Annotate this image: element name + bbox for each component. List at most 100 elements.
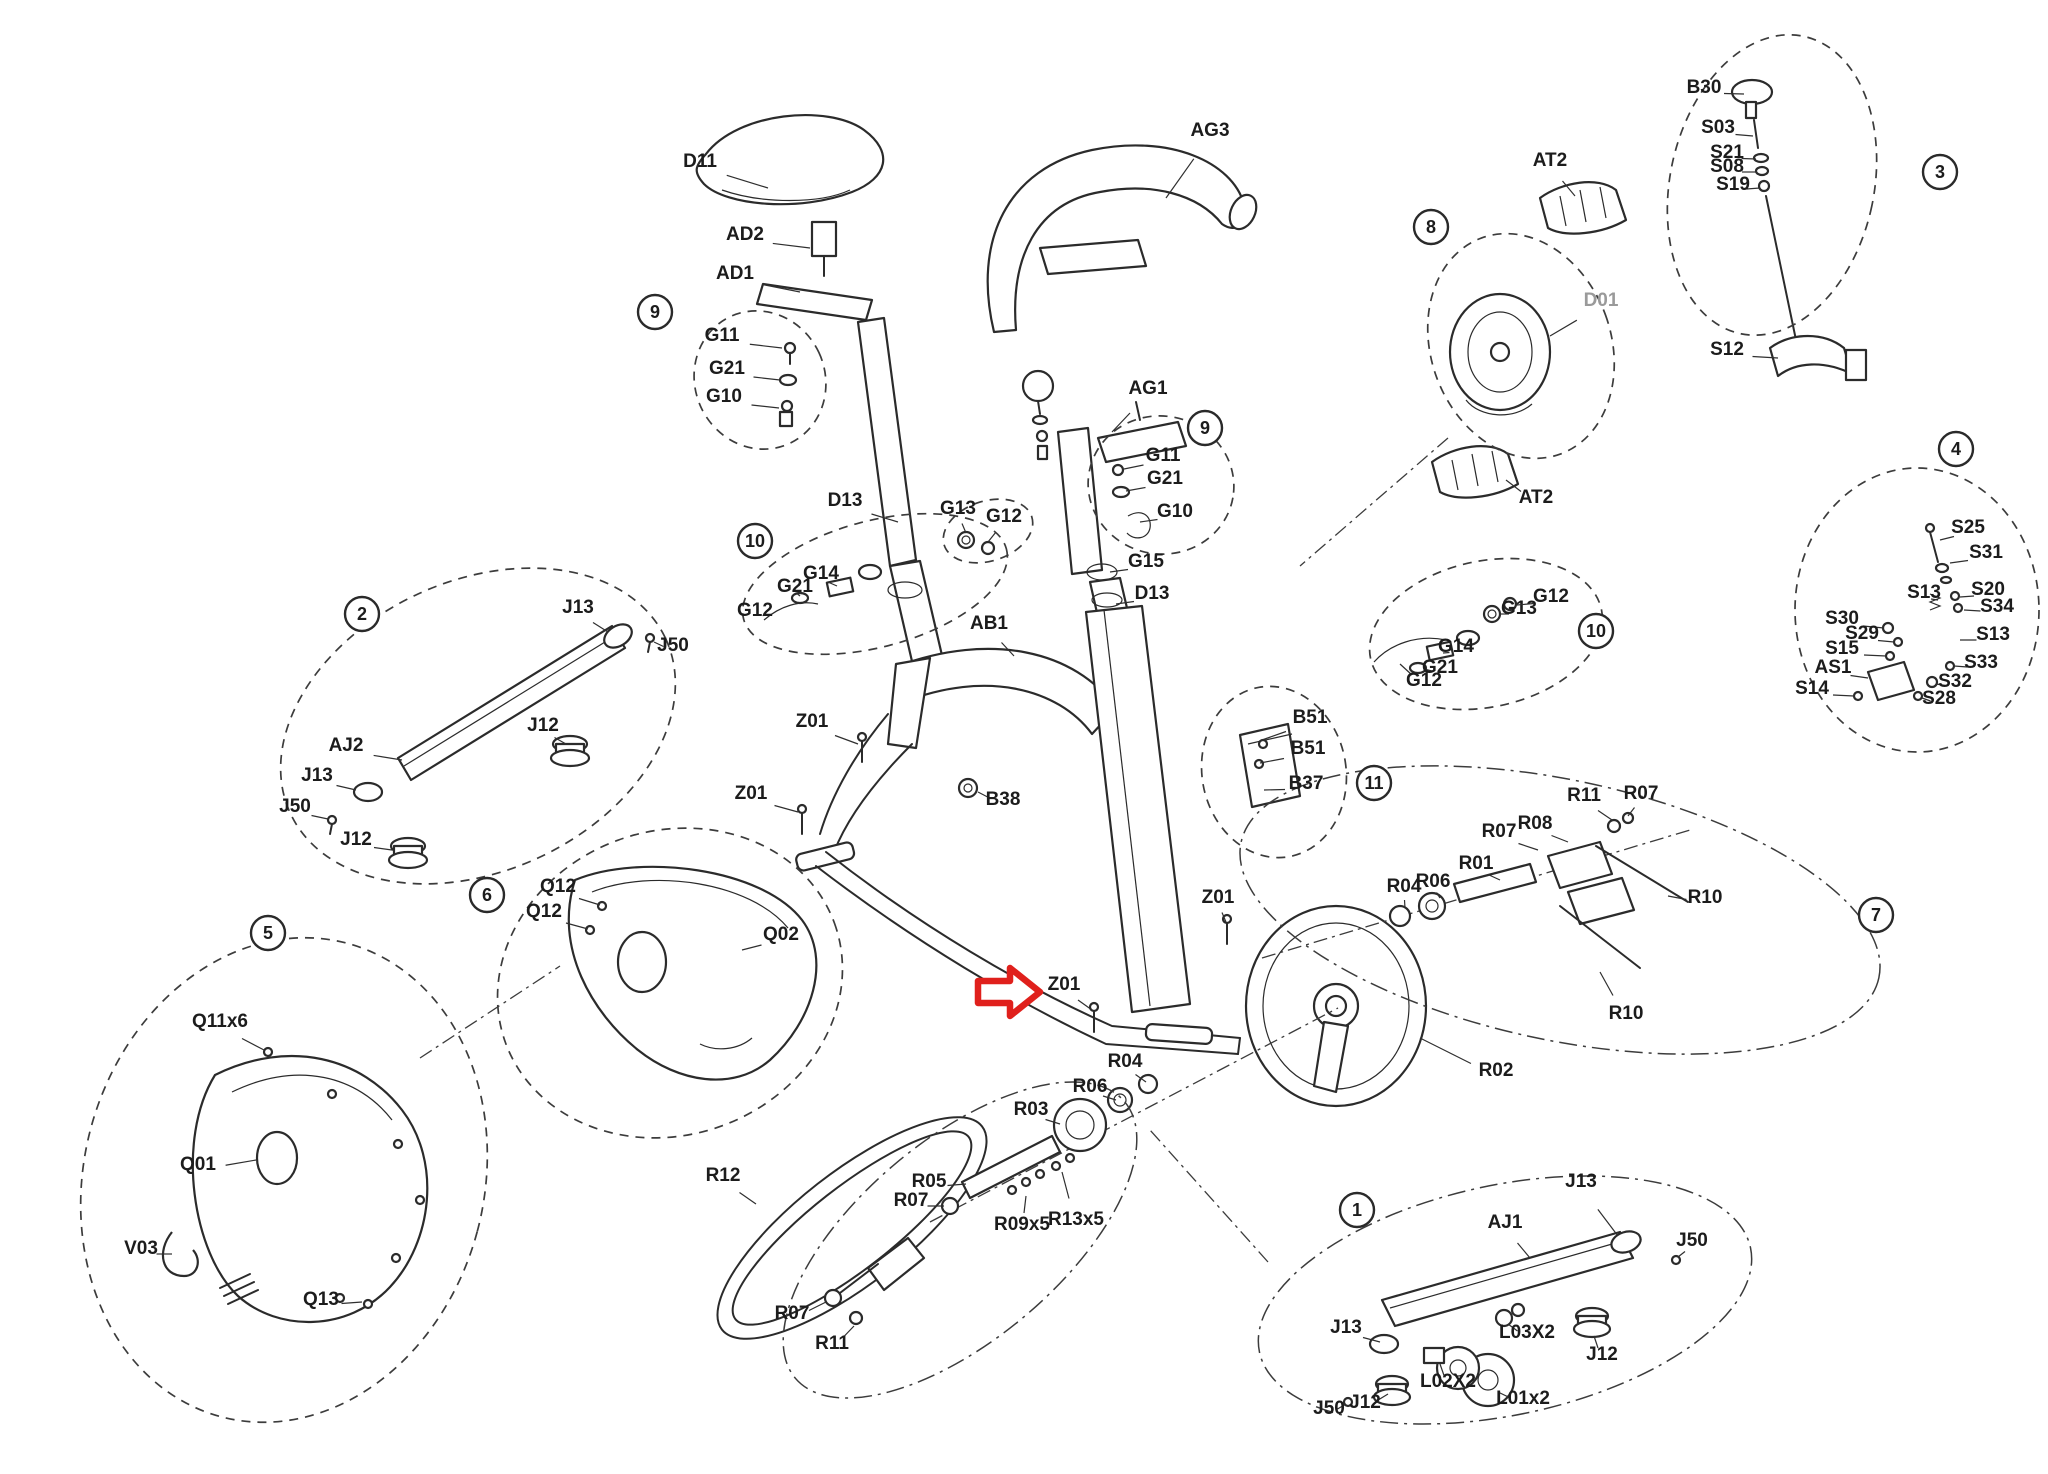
leader-line bbox=[578, 897, 601, 906]
collar-parts-right bbox=[1373, 596, 1518, 675]
leader-line bbox=[739, 1192, 757, 1205]
leader-line bbox=[762, 283, 801, 293]
part-label-S19: S19 bbox=[1716, 174, 1750, 195]
part-label-S14: S14 bbox=[1795, 678, 1829, 699]
group-boundary-ellipse bbox=[1200, 685, 1348, 859]
leader-line bbox=[1061, 1171, 1070, 1199]
part-label-B38: B38 bbox=[986, 789, 1021, 810]
part-label-J50: J50 bbox=[1676, 1230, 1708, 1251]
part-label-S30: S30 bbox=[1825, 608, 1859, 629]
part-label-AS1: AS1 bbox=[1815, 657, 1852, 678]
leader-line bbox=[751, 404, 780, 409]
part-label-R09x5: R09x5 bbox=[994, 1214, 1050, 1235]
leader-line bbox=[311, 814, 329, 820]
part-label-D13: D13 bbox=[1135, 583, 1170, 604]
leader-line bbox=[1165, 158, 1195, 199]
part-label-S29: S29 bbox=[1845, 623, 1879, 644]
leader-line bbox=[1497, 1391, 1511, 1399]
part-label-G15: G15 bbox=[1128, 551, 1164, 572]
leader-line bbox=[987, 531, 997, 543]
leader-line bbox=[1735, 133, 1754, 137]
part-label-R11: R11 bbox=[815, 1333, 849, 1354]
part-label-R04: R04 bbox=[1108, 1051, 1143, 1072]
leader-line bbox=[592, 621, 609, 633]
leader-line bbox=[1562, 180, 1576, 197]
leader-line bbox=[1337, 1403, 1347, 1410]
callout-circle-6 bbox=[468, 876, 506, 914]
bike-line-art bbox=[162, 78, 1964, 1408]
part-label-G14: G14 bbox=[1438, 636, 1474, 657]
leader-line bbox=[947, 1183, 967, 1187]
highlight-arrow bbox=[974, 964, 1044, 1020]
leader-line bbox=[753, 376, 781, 381]
group-boundary-ellipse bbox=[782, 1081, 1138, 1399]
part-label-Q12: Q12 bbox=[526, 901, 562, 922]
leader-line bbox=[341, 1301, 363, 1305]
part-label-AD2: AD2 bbox=[726, 224, 764, 245]
part-label-J13: J13 bbox=[1565, 1171, 1597, 1192]
leader-line bbox=[1125, 486, 1146, 492]
callout-number: 3 bbox=[1935, 162, 1945, 182]
part-label-R07: R07 bbox=[1624, 783, 1659, 804]
part-label-Q11x6: Q11x6 bbox=[192, 1011, 248, 1032]
part-label-AB1: AB1 bbox=[970, 613, 1008, 634]
phantom-connector-lines bbox=[419, 437, 1449, 1263]
part-label-G12: G12 bbox=[737, 600, 773, 621]
leader-line bbox=[1505, 479, 1522, 492]
callout-circle-8 bbox=[1412, 208, 1450, 246]
part-label-AJ2: AJ2 bbox=[329, 735, 364, 756]
group-boundary-ellipse bbox=[279, 567, 677, 885]
part-label-R05: R05 bbox=[912, 1171, 947, 1192]
highlight-arrow-layer bbox=[974, 964, 1044, 1020]
leader-line bbox=[225, 1159, 257, 1166]
part-label-R08: R08 bbox=[1518, 813, 1553, 834]
side-shroud-right bbox=[567, 865, 818, 1081]
handlebar-assembly bbox=[986, 144, 1258, 672]
leader-line bbox=[1419, 1037, 1472, 1065]
leader-line bbox=[961, 523, 967, 534]
callout-number: 10 bbox=[1586, 621, 1606, 641]
part-label-J12: J12 bbox=[1586, 1344, 1618, 1365]
part-label-G13: G13 bbox=[1501, 598, 1537, 619]
leader-line bbox=[1077, 999, 1093, 1011]
part-label-B30: B30 bbox=[1687, 77, 1722, 98]
group-boundary-ellipse bbox=[693, 310, 827, 450]
part-label-S31: S31 bbox=[1969, 542, 2003, 563]
callout-number: 7 bbox=[1871, 905, 1881, 925]
part-label-R12: R12 bbox=[706, 1165, 741, 1186]
leader-line bbox=[741, 944, 762, 951]
part-label-AJ1: AJ1 bbox=[1488, 1212, 1523, 1233]
brake-pedal-parts bbox=[1430, 181, 1628, 499]
part-label-G12: G12 bbox=[986, 506, 1022, 527]
part-label-G21: G21 bbox=[1422, 657, 1458, 678]
leader-line bbox=[1023, 1195, 1027, 1214]
leader-line bbox=[1677, 1251, 1686, 1258]
callout-number: 11 bbox=[1364, 773, 1383, 793]
group-boundary-ellipse bbox=[1426, 232, 1616, 460]
rear-stabilizer bbox=[1342, 1230, 1682, 1408]
part-label-G11: G11 bbox=[705, 325, 740, 346]
leader-line bbox=[842, 1325, 855, 1338]
part-label-R10: R10 bbox=[1609, 1003, 1644, 1024]
part-label-R07: R07 bbox=[894, 1190, 929, 1211]
part-label-J12: J12 bbox=[1349, 1392, 1381, 1413]
leader-line bbox=[1930, 598, 1939, 601]
leader-line bbox=[1593, 1335, 1599, 1349]
leader-line bbox=[1423, 668, 1433, 672]
front-stabilizer bbox=[326, 623, 656, 870]
part-label-D11: D11 bbox=[683, 151, 717, 172]
part-label-G14: G14 bbox=[803, 563, 839, 584]
part-label-J50: J50 bbox=[1313, 1398, 1345, 1419]
callout-number: 9 bbox=[650, 302, 660, 322]
callout-circle-11 bbox=[1355, 764, 1393, 802]
callout-circle-9 bbox=[636, 293, 674, 331]
callout-number: 2 bbox=[357, 604, 367, 624]
callout-circle-7 bbox=[1857, 896, 1895, 934]
leader-line bbox=[1518, 842, 1539, 851]
leader-line bbox=[1597, 1208, 1619, 1237]
part-label-G21: G21 bbox=[1147, 468, 1183, 489]
leader-line bbox=[1959, 595, 1975, 598]
part-label-D01: D01 bbox=[1584, 290, 1619, 311]
